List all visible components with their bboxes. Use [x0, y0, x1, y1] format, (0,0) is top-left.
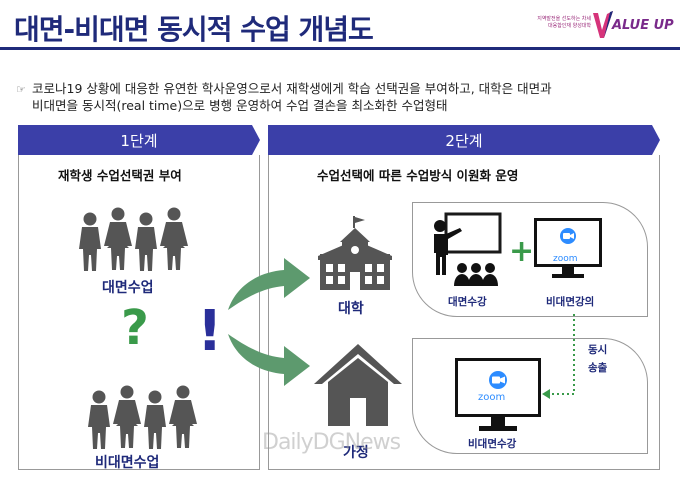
- value-up-logo-text: ALUE UP: [612, 18, 674, 33]
- plus-sign: +: [509, 234, 535, 269]
- exclamation-mark: !: [197, 299, 223, 364]
- remote-lecture-label: 비대면강의: [546, 296, 595, 308]
- face-to-face-class-label: 대면수업: [102, 280, 154, 296]
- stage2-label: 2단계: [445, 131, 483, 150]
- value-up-logo-icon: [593, 11, 613, 38]
- stage1-heading: 재학생 수업선택권 부여: [58, 168, 182, 183]
- stage1-bar-shape: [18, 125, 260, 155]
- intro-description: ☞ 코로나19 상황에 대응한 유연한 학사운영으로서 재학생에게 학습 선택권…: [16, 80, 668, 114]
- curved-arrows-icon: [228, 258, 310, 386]
- broadcast-label-1: 동시: [588, 344, 608, 356]
- home-icon: [314, 344, 402, 426]
- title-underline: [0, 47, 680, 50]
- zoom-logo-text-bottom: zoom: [478, 392, 506, 403]
- broadcast-dotted-arrow-icon: [542, 314, 575, 399]
- stage1-label: 1단계: [120, 131, 158, 150]
- students-group-icon: [79, 207, 188, 271]
- question-mark: ?: [121, 300, 149, 356]
- watermark: DailyDGNews: [262, 430, 401, 455]
- intro-line-1: 코로나19 상황에 대응한 유연한 학사운영으로서 재학생에게 학습 선택권을 …: [32, 81, 552, 96]
- zoom-monitor-icon: [534, 218, 602, 278]
- students-group-icon-bottom: [88, 385, 197, 449]
- remote-attend-label: 비대면수강: [468, 438, 517, 450]
- stage2-header-bar: 2단계: [268, 125, 660, 155]
- stage2-bar-shape: [268, 125, 660, 155]
- home-label: 가정: [343, 445, 369, 461]
- face-to-face-attend-label: 대면수강: [448, 296, 487, 308]
- intro-line-2: 비대면을 동시적(real time)으로 병행 운영하여 수업 결손을 최소화…: [32, 98, 448, 113]
- zoom-logo-text-top: zoom: [553, 254, 578, 264]
- broadcast-label-2: 송출: [588, 362, 608, 374]
- page-title: 대면-비대면 동시적 수업 개념도: [14, 13, 374, 46]
- stage1-header-bar: 1단계: [18, 125, 260, 155]
- university-mode-box: [412, 202, 648, 317]
- university-label: 대학: [338, 301, 364, 317]
- pointing-hand-icon: ☞: [16, 83, 26, 96]
- stage2-heading: 수업선택에 따른 수업방식 이원화 운영: [317, 168, 519, 183]
- teacher-with-students-icon: [434, 212, 502, 286]
- university-building-icon: [318, 216, 392, 290]
- zoom-monitor-icon-bottom: [455, 358, 541, 431]
- remote-class-label: 비대면수업: [95, 455, 160, 471]
- brand-tagline: 지역발전을 선도하는 차세대융합인재 양성대학: [537, 16, 591, 29]
